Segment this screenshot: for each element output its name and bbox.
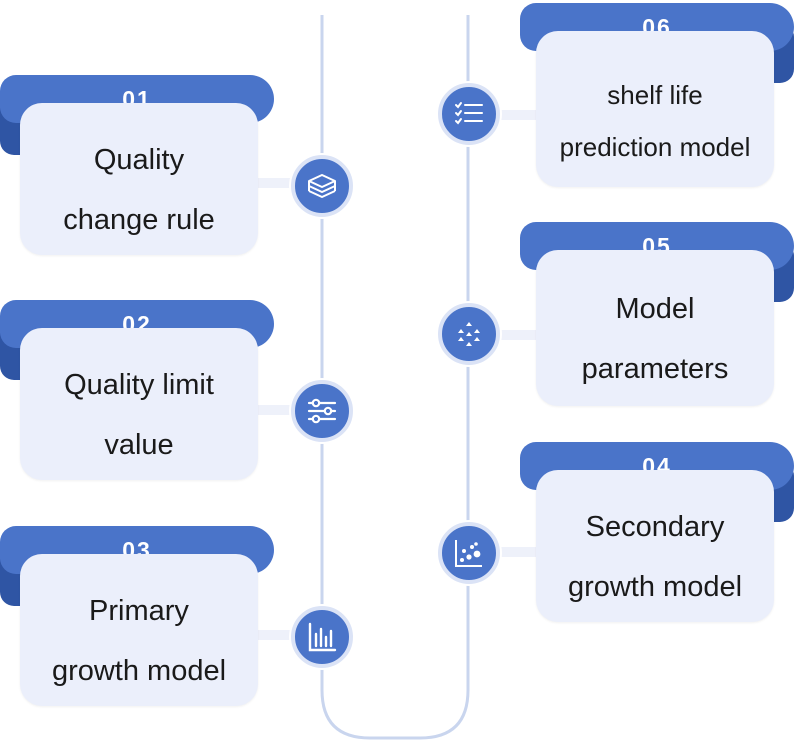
step-title-line: growth model [51, 655, 227, 687]
connector-stub [258, 178, 298, 188]
step-title-line: prediction model [559, 132, 751, 162]
network-nodes-icon [438, 303, 500, 365]
step-card-body: Primary growth model [20, 554, 258, 706]
step-title-line: change rule [63, 204, 215, 236]
step-card-body: Model parameters [536, 250, 774, 406]
step-title-line: Primary [89, 595, 189, 627]
step-card-body: shelf life prediction model [536, 31, 774, 187]
step-card-02: 02 Quality limit value [0, 300, 274, 485]
connector-stub [490, 110, 540, 120]
connector-stub [490, 547, 540, 557]
step-title-line: growth model [567, 571, 743, 603]
step-title-line: Model [615, 293, 695, 325]
step-title-line: Secondary [585, 511, 725, 543]
connector-stub [490, 330, 540, 340]
step-title-line: Quality limit [64, 369, 214, 401]
step-card-05: 05 Model parameters [520, 222, 794, 407]
step-card-body: Quality limit value [20, 328, 258, 480]
step-title-line: value [104, 429, 174, 461]
layers-cube-icon [291, 155, 353, 217]
bar-chart-icon [291, 606, 353, 668]
step-title-line: Quality [93, 144, 185, 176]
connector-stub [258, 405, 298, 415]
step-card-01: 01 Quality change rule [0, 75, 274, 260]
step-card-03: 03 Primary growth model [0, 526, 274, 711]
connector-stub [258, 630, 298, 640]
step-title-line: shelf life [607, 80, 703, 110]
sliders-icon [291, 380, 353, 442]
step-title-line: parameters [581, 353, 729, 385]
checklist-icon [438, 83, 500, 145]
step-card-body: Quality change rule [20, 103, 258, 255]
step-card-06: 06 shelf life prediction model [520, 3, 794, 188]
step-card-04: 04 Secondary growth model [520, 442, 794, 627]
step-card-body: Secondary growth model [536, 470, 774, 622]
scatter-plot-icon [438, 522, 500, 584]
